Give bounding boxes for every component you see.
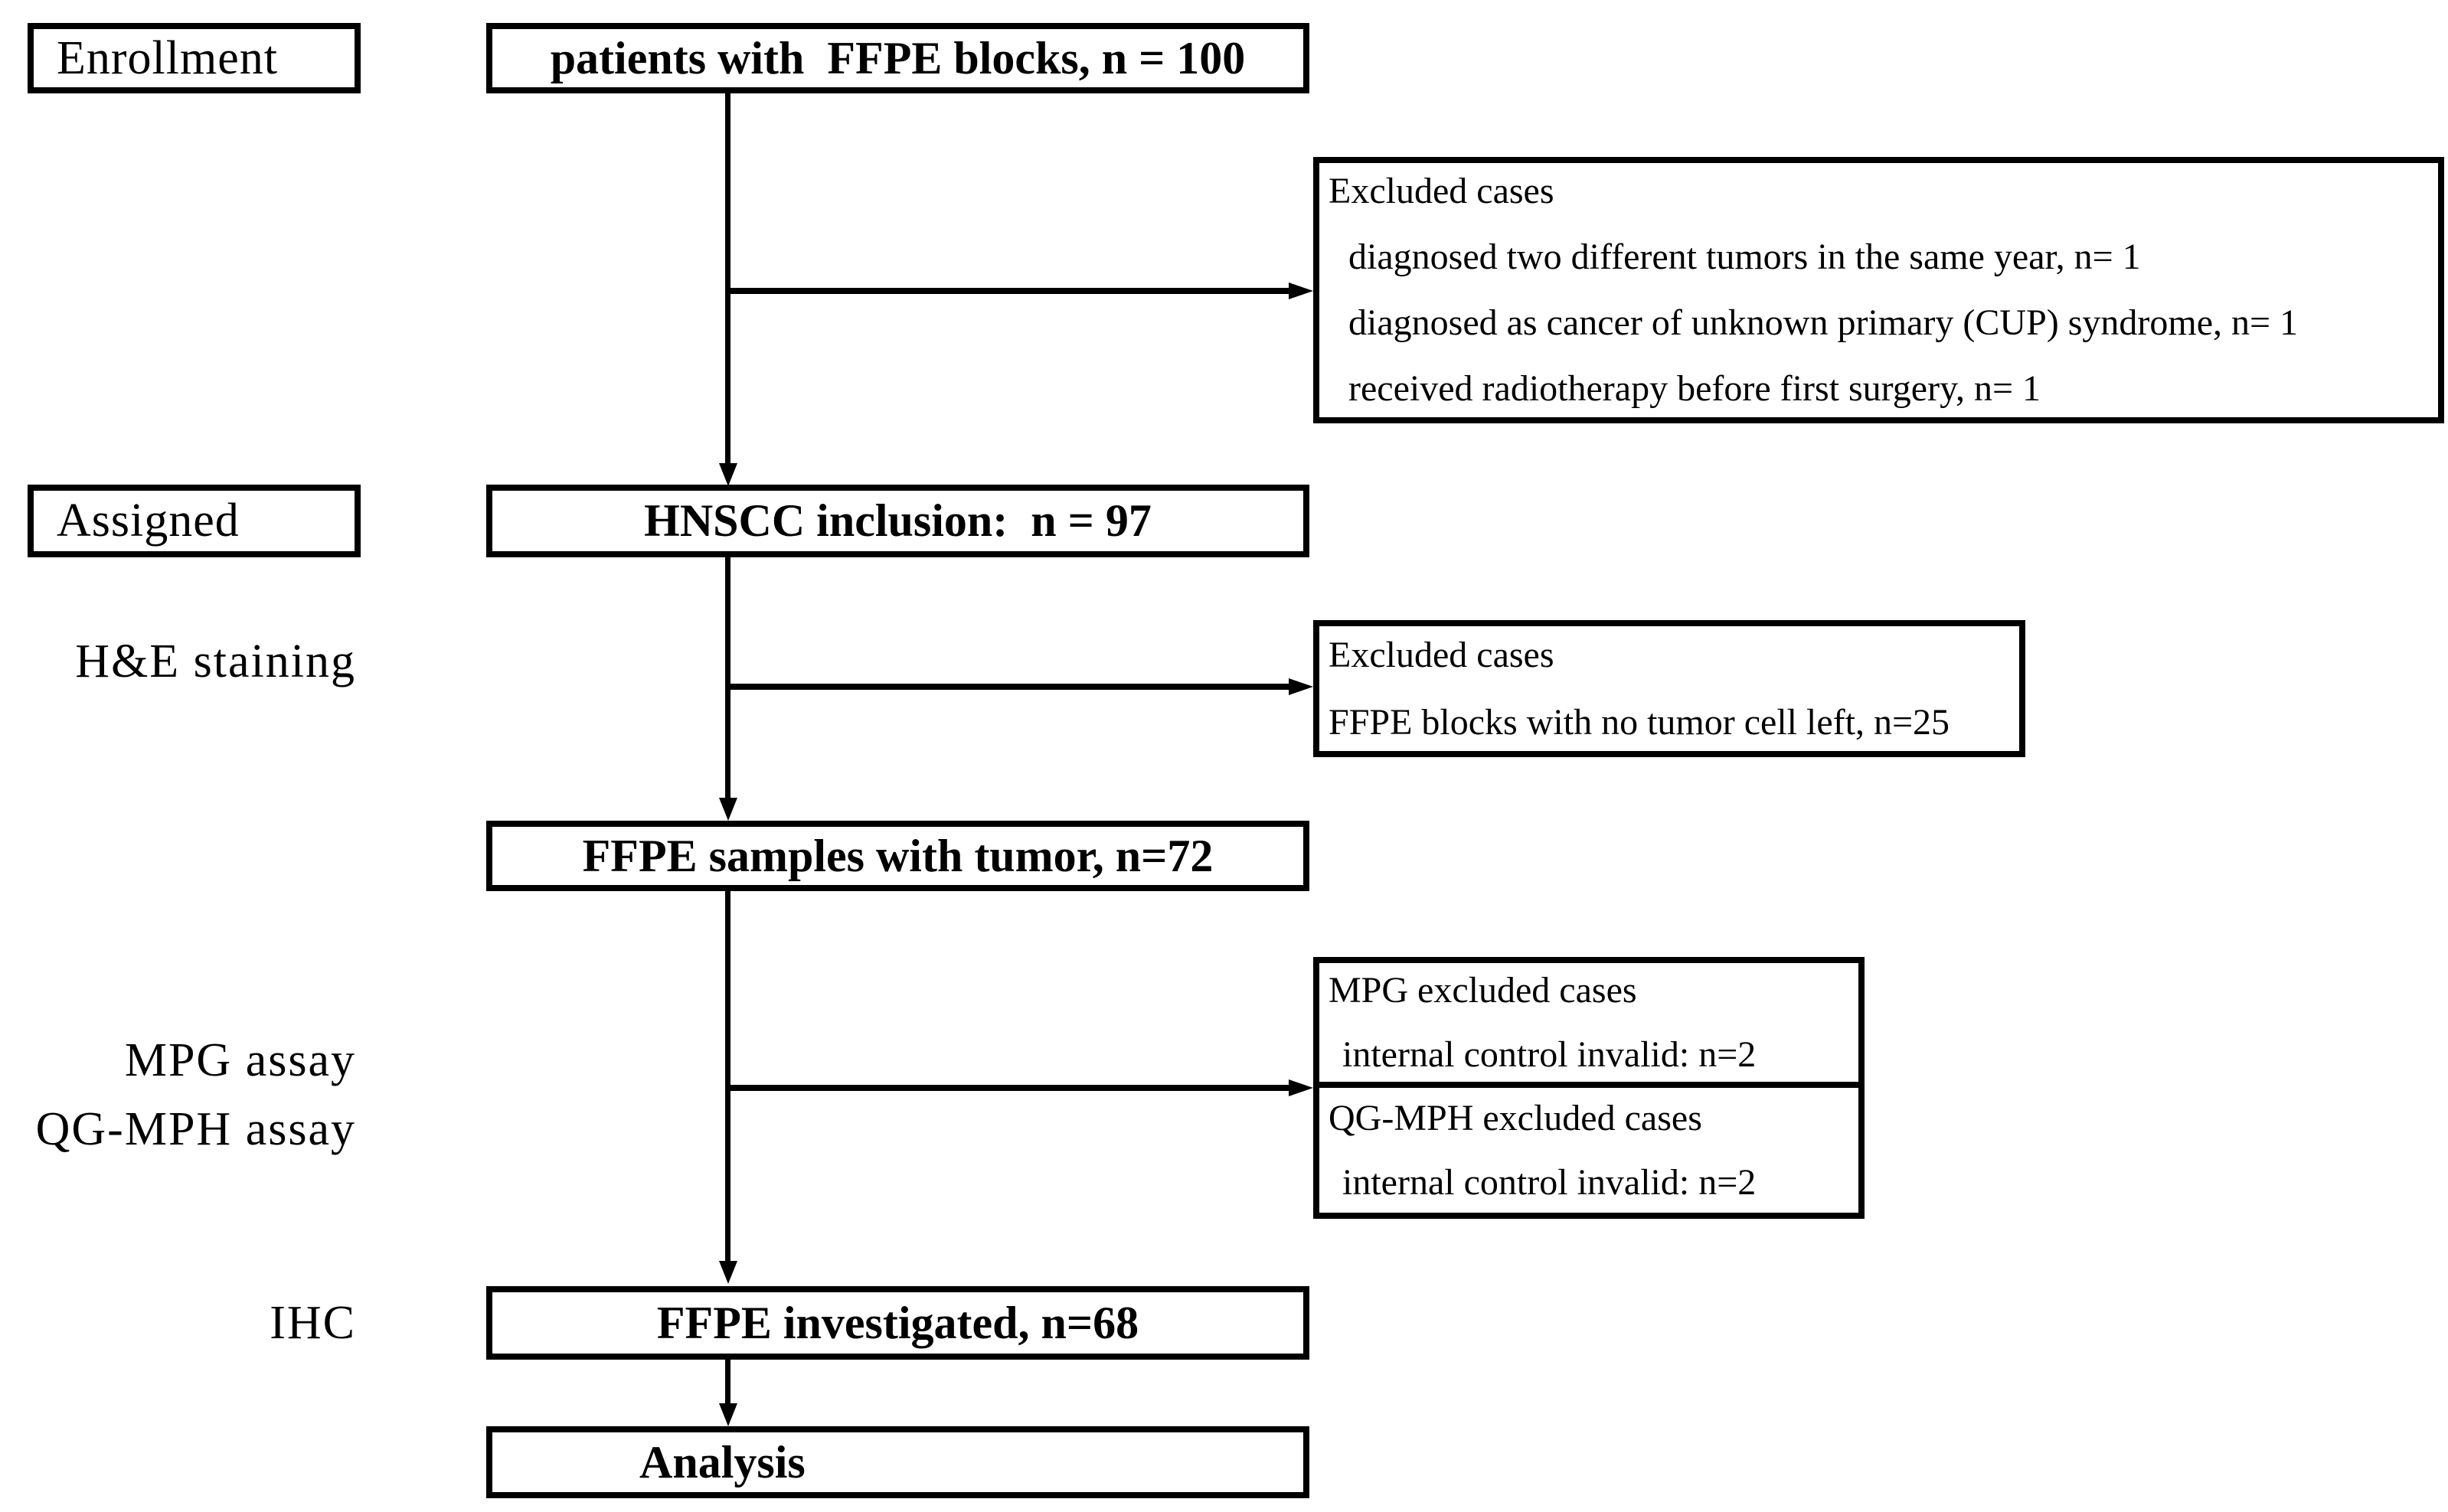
exclusion-box-mpg: MPG excluded cases internal control inva… xyxy=(1313,957,1865,1088)
connector-investigated-to-analysis-line xyxy=(725,1358,730,1405)
flow-box-analysis: Analysis xyxy=(486,1426,1309,1498)
stage-label-ihc: IHC xyxy=(270,1297,356,1349)
stage-label-qg-mph-assay: QG-MPH assay xyxy=(35,1103,356,1155)
exclusion-item: received radiotherapy before first surge… xyxy=(1348,368,2041,409)
branch-arrow-initial-exclusion-arrowhead-icon xyxy=(1289,282,1313,299)
branch-arrow-he-exclusion-arrowhead-icon xyxy=(1289,678,1313,695)
connector-investigated-to-analysis-arrowhead-icon xyxy=(719,1403,737,1426)
exclusion-item: diagnosed two different tumors in the sa… xyxy=(1348,237,2141,277)
exclusion-item: internal control invalid: n=2 xyxy=(1342,1034,1757,1075)
exclusion-box-he: Excluded cases FFPE blocks with no tumor… xyxy=(1313,620,2025,757)
connector-patients-to-hnscc-arrowhead-icon xyxy=(719,463,737,486)
exclusion-item: diagnosed as cancer of unknown primary (… xyxy=(1348,302,2299,343)
flow-box-patients: patients with FFPE blocks, n = 100 xyxy=(486,23,1309,93)
flow-box-ffpe-samples: FFPE samples with tumor, n=72 xyxy=(486,821,1309,891)
exclusion-item: internal control invalid: n=2 xyxy=(1342,1161,1757,1203)
stage-box-enrollment: Enrollment xyxy=(28,23,361,93)
flow-box-hnscc-inclusion: HNSCC inclusion: n = 97 xyxy=(486,485,1309,557)
exclusion-title: Excluded cases xyxy=(1329,171,1554,211)
connector-samples-to-investigated-arrowhead-icon xyxy=(719,1261,737,1284)
connector-hnscc-to-samples-line xyxy=(725,556,730,799)
stage-box-assigned: Assigned xyxy=(28,485,361,557)
stage-label-mpg-assay: MPG assay xyxy=(124,1034,356,1086)
exclusion-box-qg-mph: QG-MPH excluded cases internal control i… xyxy=(1313,1082,1865,1219)
connector-samples-to-investigated-line xyxy=(725,890,730,1262)
exclusion-item: FFPE blocks with no tumor cell left, n=2… xyxy=(1329,701,1950,743)
exclusion-title: MPG excluded cases xyxy=(1329,969,1637,1011)
connector-patients-to-hnscc-line xyxy=(725,90,730,465)
exclusion-title: QG-MPH excluded cases xyxy=(1329,1097,1702,1138)
branch-arrow-he-exclusion-line xyxy=(725,684,1294,690)
branch-arrow-assay-exclusion-line xyxy=(725,1085,1294,1091)
branch-arrow-initial-exclusion-line xyxy=(725,288,1294,294)
branch-arrow-assay-exclusion-arrowhead-icon xyxy=(1289,1079,1313,1096)
exclusion-title: Excluded cases xyxy=(1329,634,1554,675)
exclusion-box-initial: Excluded cases diagnosed two different t… xyxy=(1313,157,2444,423)
stage-label-he-staining: H&E staining xyxy=(75,635,356,687)
flow-box-ffpe-investigated: FFPE investigated, n=68 xyxy=(486,1286,1309,1360)
connector-hnscc-to-samples-arrowhead-icon xyxy=(719,798,737,821)
